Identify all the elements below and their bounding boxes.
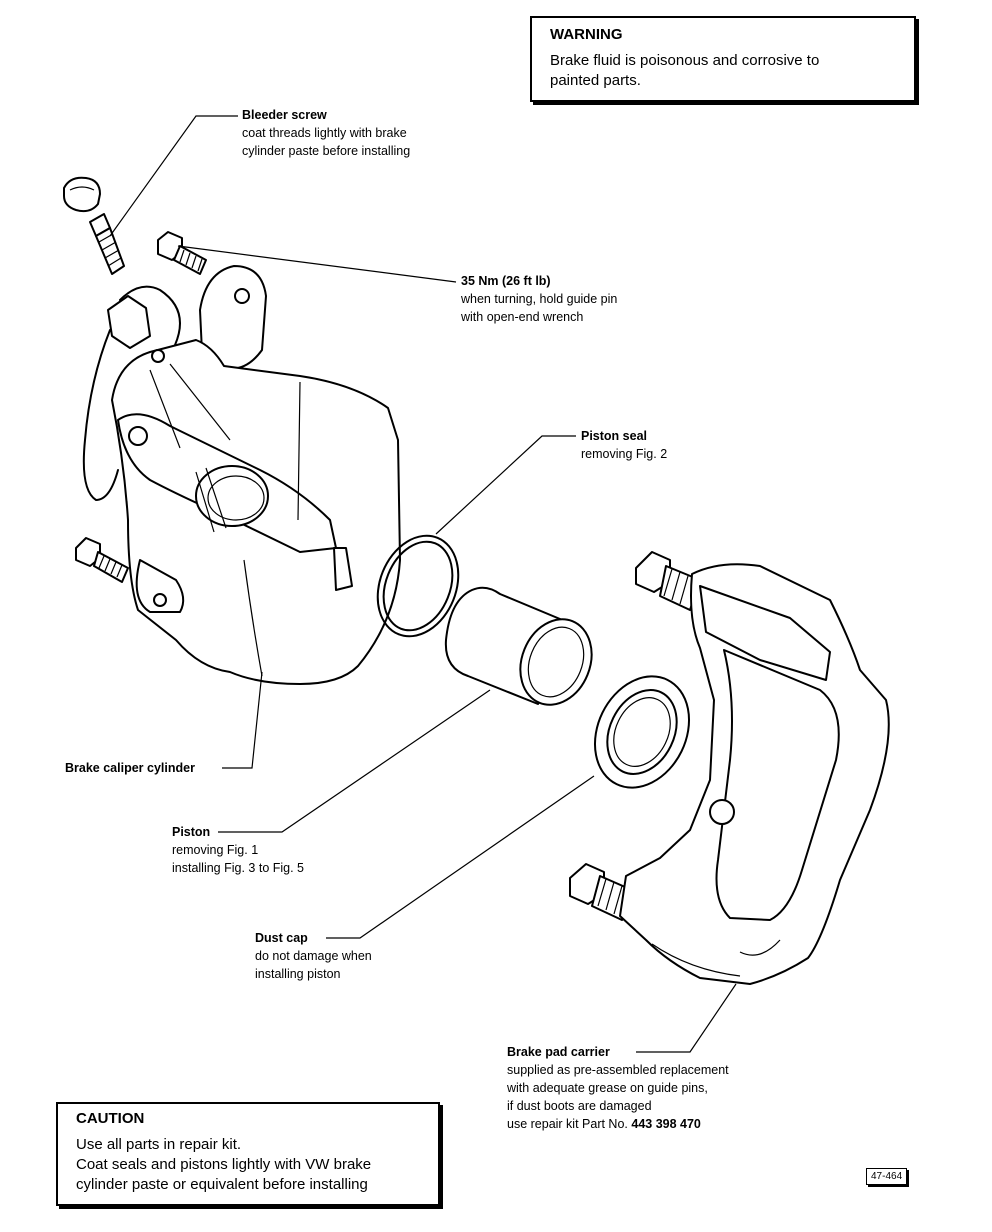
lower-guide-bolt	[75, 537, 129, 583]
caution-box: CAUTION Use all parts in repair kit. Coa…	[56, 1102, 440, 1206]
label-line-kit: use repair kit Part No. 443 398 470	[507, 1115, 729, 1133]
warning-line: Brake fluid is poisonous and corrosive t…	[550, 52, 820, 69]
figure-number: 47-464	[866, 1168, 908, 1185]
bleeder-screw	[89, 213, 125, 275]
label-line: removing Fig. 2	[581, 447, 668, 461]
label-brake-pad-carrier: Brake pad carrier supplied as pre-assemb…	[507, 1043, 729, 1133]
caution-line: Coat seals and pistons lightly with VW b…	[76, 1156, 372, 1173]
piston	[444, 586, 593, 706]
label-dust-cap: Dust cap do not damage when installing p…	[255, 929, 372, 983]
label-title: Brake caliper cylinder	[65, 761, 195, 775]
label-line: supplied as pre-assembled replacement	[507, 1063, 729, 1077]
label-line: cylinder paste before installing	[242, 144, 411, 158]
label-brake-caliper-cylinder: Brake caliper cylinder	[65, 759, 195, 777]
leader-torque	[177, 245, 457, 283]
leader-piston-seal	[435, 435, 576, 535]
caution-line: Use all parts in repair kit.	[76, 1136, 242, 1153]
label-line: when turning, hold guide pin	[461, 292, 618, 306]
label-line: installing piston	[255, 967, 341, 981]
piston-seal	[376, 534, 460, 638]
label-title: Bleeder screw	[242, 108, 327, 122]
label-title: Dust cap	[255, 931, 308, 945]
leader-caliper	[222, 671, 263, 769]
label-line: installing Fig. 3 to Fig. 5	[172, 861, 305, 875]
brake-pad-carrier	[569, 551, 890, 985]
leader-bleeder	[109, 115, 238, 237]
label-piston: Piston removing Fig. 1 installing Fig. 3…	[172, 823, 304, 877]
brake-caliper-cylinder	[82, 265, 401, 685]
caution-title: CAUTION	[76, 1110, 145, 1127]
label-line: coat threads lightly with brake	[242, 126, 407, 140]
warning-box: WARNING Brake fluid is poisonous and cor…	[530, 16, 916, 102]
label-title: Brake pad carrier	[507, 1045, 610, 1059]
label-line: with adequate grease on guide pins,	[507, 1081, 708, 1095]
label-title: Piston seal	[581, 429, 647, 443]
kit-prefix: use repair kit Part No.	[507, 1117, 628, 1131]
label-line: do not damage when	[255, 949, 372, 963]
dust-cap	[593, 675, 691, 789]
label-bleeder-screw: Bleeder screw coat threads lightly with …	[242, 106, 410, 160]
warning-title: WARNING	[550, 26, 623, 43]
label-line: with open-end wrench	[461, 310, 584, 324]
label-torque: 35 Nm (26 ft lb) when turning, hold guid…	[461, 272, 617, 326]
label-line: if dust boots are damaged	[507, 1099, 652, 1113]
label-title: 35 Nm (26 ft lb)	[461, 274, 551, 288]
leader-carrier	[636, 983, 737, 1053]
label-line: removing Fig. 1	[172, 843, 259, 857]
label-title: Piston	[172, 825, 211, 839]
leader-lines	[109, 115, 737, 1053]
leader-dust-cap	[326, 775, 595, 939]
leader-piston	[218, 689, 491, 833]
bleeder-cap	[63, 176, 101, 213]
upper-guide-bolt	[157, 231, 207, 275]
warning-line: painted parts.	[550, 72, 641, 89]
label-piston-seal: Piston seal removing Fig. 2	[581, 427, 667, 463]
caution-line: cylinder paste or equivalent before inst…	[76, 1176, 368, 1193]
kit-part-number: 443 398 470	[631, 1117, 701, 1131]
